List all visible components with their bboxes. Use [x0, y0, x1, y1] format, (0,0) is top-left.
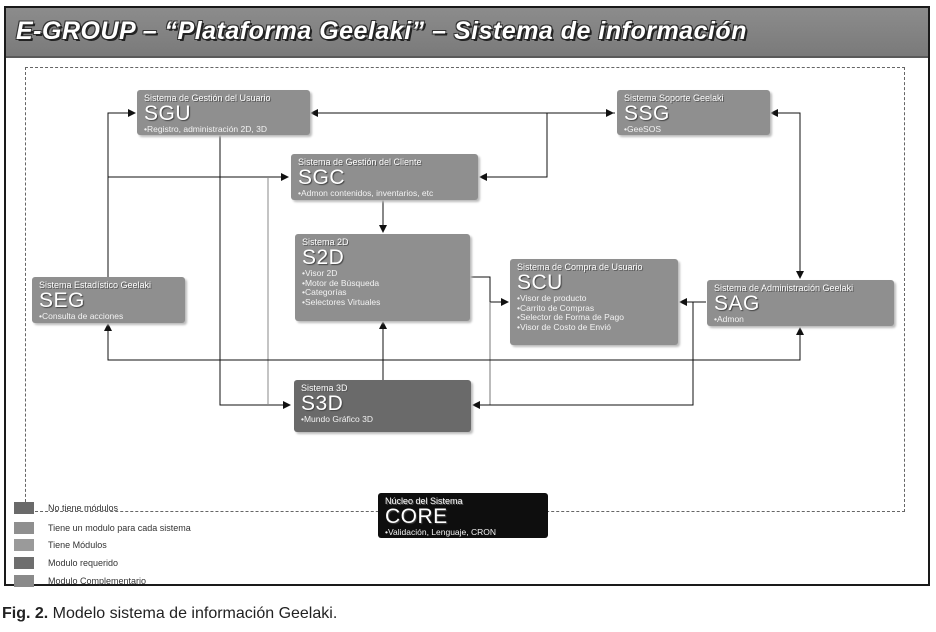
link-sag-ssg [770, 109, 801, 278]
link-seg-sgu [107, 109, 136, 278]
legend-swatch [14, 522, 34, 534]
system-code: SSG [624, 102, 670, 125]
system-item: •Admon [714, 314, 744, 324]
figure-number: Fig. 2. [2, 605, 49, 622]
system-box-core: Núcleo del Sistema CORE •Validación, Len… [378, 493, 548, 538]
link-sgu-s3d [219, 135, 291, 409]
system-subtitle: Núcleo del Sistema [385, 496, 463, 506]
legend-swatch [14, 502, 34, 514]
system-subtitle: Sistema de Compra de Usuario [517, 262, 643, 272]
figure-caption: Fig. 2. Modelo sistema de información Ge… [2, 605, 337, 623]
legend-label: Modulo Complementario [48, 576, 147, 586]
system-item: •Consulta de acciones [39, 311, 124, 321]
system-code: SCU [517, 271, 563, 294]
link-ssg-sgc [479, 113, 548, 181]
system-box-s3d: Sistema 3D S3D •Mundo Gráfico 3D [294, 380, 471, 432]
system-box-sgu: Sistema de Gestión del Usuario SGU •Regi… [137, 90, 310, 135]
legend-swatch [14, 575, 34, 587]
system-code: CORE [385, 505, 448, 528]
system-item: •Carrito de Compras [517, 302, 595, 313]
figure-caption-text: Modelo sistema de información Geelaki. [48, 605, 338, 622]
system-box-sag: Sistema de Administración Geelaki SAG •A… [707, 280, 894, 326]
system-subtitle: Sistema de Gestión del Usuario [144, 93, 271, 103]
system-box-seg: Sistema Estadístico Geelaki SEG •Consult… [32, 277, 185, 323]
system-code: SEG [39, 289, 85, 312]
system-code: SGU [144, 102, 192, 125]
system-box-scu: Sistema de Compra de Usuario SCU •Visor … [510, 259, 678, 345]
system-item: •Registro, administración 2D, 3D [144, 124, 267, 134]
link-sag-seg [104, 323, 800, 361]
legend-swatch [14, 539, 34, 551]
system-box-s2d: Sistema 2D S2D •Visor 2D •Motor de Búsqu… [295, 234, 470, 321]
legend-label: Tiene Módulos [48, 540, 107, 550]
system-subtitle: Sistema 2D [302, 237, 349, 247]
legend-label: No tiene módulos [48, 503, 119, 513]
system-subtitle: Sistema de Administración Geelaki [714, 283, 854, 293]
system-item: •Visor 2D [302, 268, 338, 278]
system-item: •Categorías [302, 287, 347, 297]
system-subtitle: Sistema Estadístico Geelaki [39, 280, 152, 290]
system-item: •Validación, Lenguaje, CRON [385, 527, 497, 537]
link-seg-sag [700, 327, 804, 361]
system-item: •Selectores Virtuales [302, 296, 381, 307]
legend-label: Tiene un modulo para cada sistema [48, 523, 191, 533]
system-subtitle: Sistema de Gestión del Cliente [298, 157, 422, 167]
system-code: S2D [302, 246, 345, 269]
system-item: •Visor de Costo de Envió [517, 321, 612, 332]
system-item: •Visor de producto [517, 293, 587, 303]
link-s2d-scu [470, 276, 509, 306]
legend-label: Modulo requerido [48, 558, 119, 568]
legend-swatch [14, 557, 34, 569]
system-box-ssg: Sistema Soporte Geelaki SSG •GeeSOS [617, 90, 770, 135]
system-box-sgc: Sistema de Gestión del Cliente SGC •Admo… [291, 154, 478, 200]
system-item: •Mundo Gráfico 3D [301, 414, 373, 424]
system-subtitle: Sistema Soporte Geelaki [624, 93, 724, 103]
system-item: •Selector de Forma de Pago [517, 312, 624, 322]
system-item: •Motor de Búsqueda [302, 277, 380, 288]
title-bar: E-GROUP – “Plataforma Geelaki” – Sistema… [6, 8, 928, 58]
system-item: •GeeSOS [624, 124, 661, 134]
system-subtitle: Sistema 3D [301, 383, 348, 393]
link-sag-s3d [472, 302, 694, 409]
system-code: SGC [298, 166, 346, 189]
system-code: S3D [301, 392, 344, 415]
diagram-title: E-GROUP – “Plataforma Geelaki” – Sistema… [16, 17, 747, 45]
system-code: SAG [714, 292, 760, 315]
system-item: •Admon contenidos, inventarios, etc [298, 188, 434, 198]
